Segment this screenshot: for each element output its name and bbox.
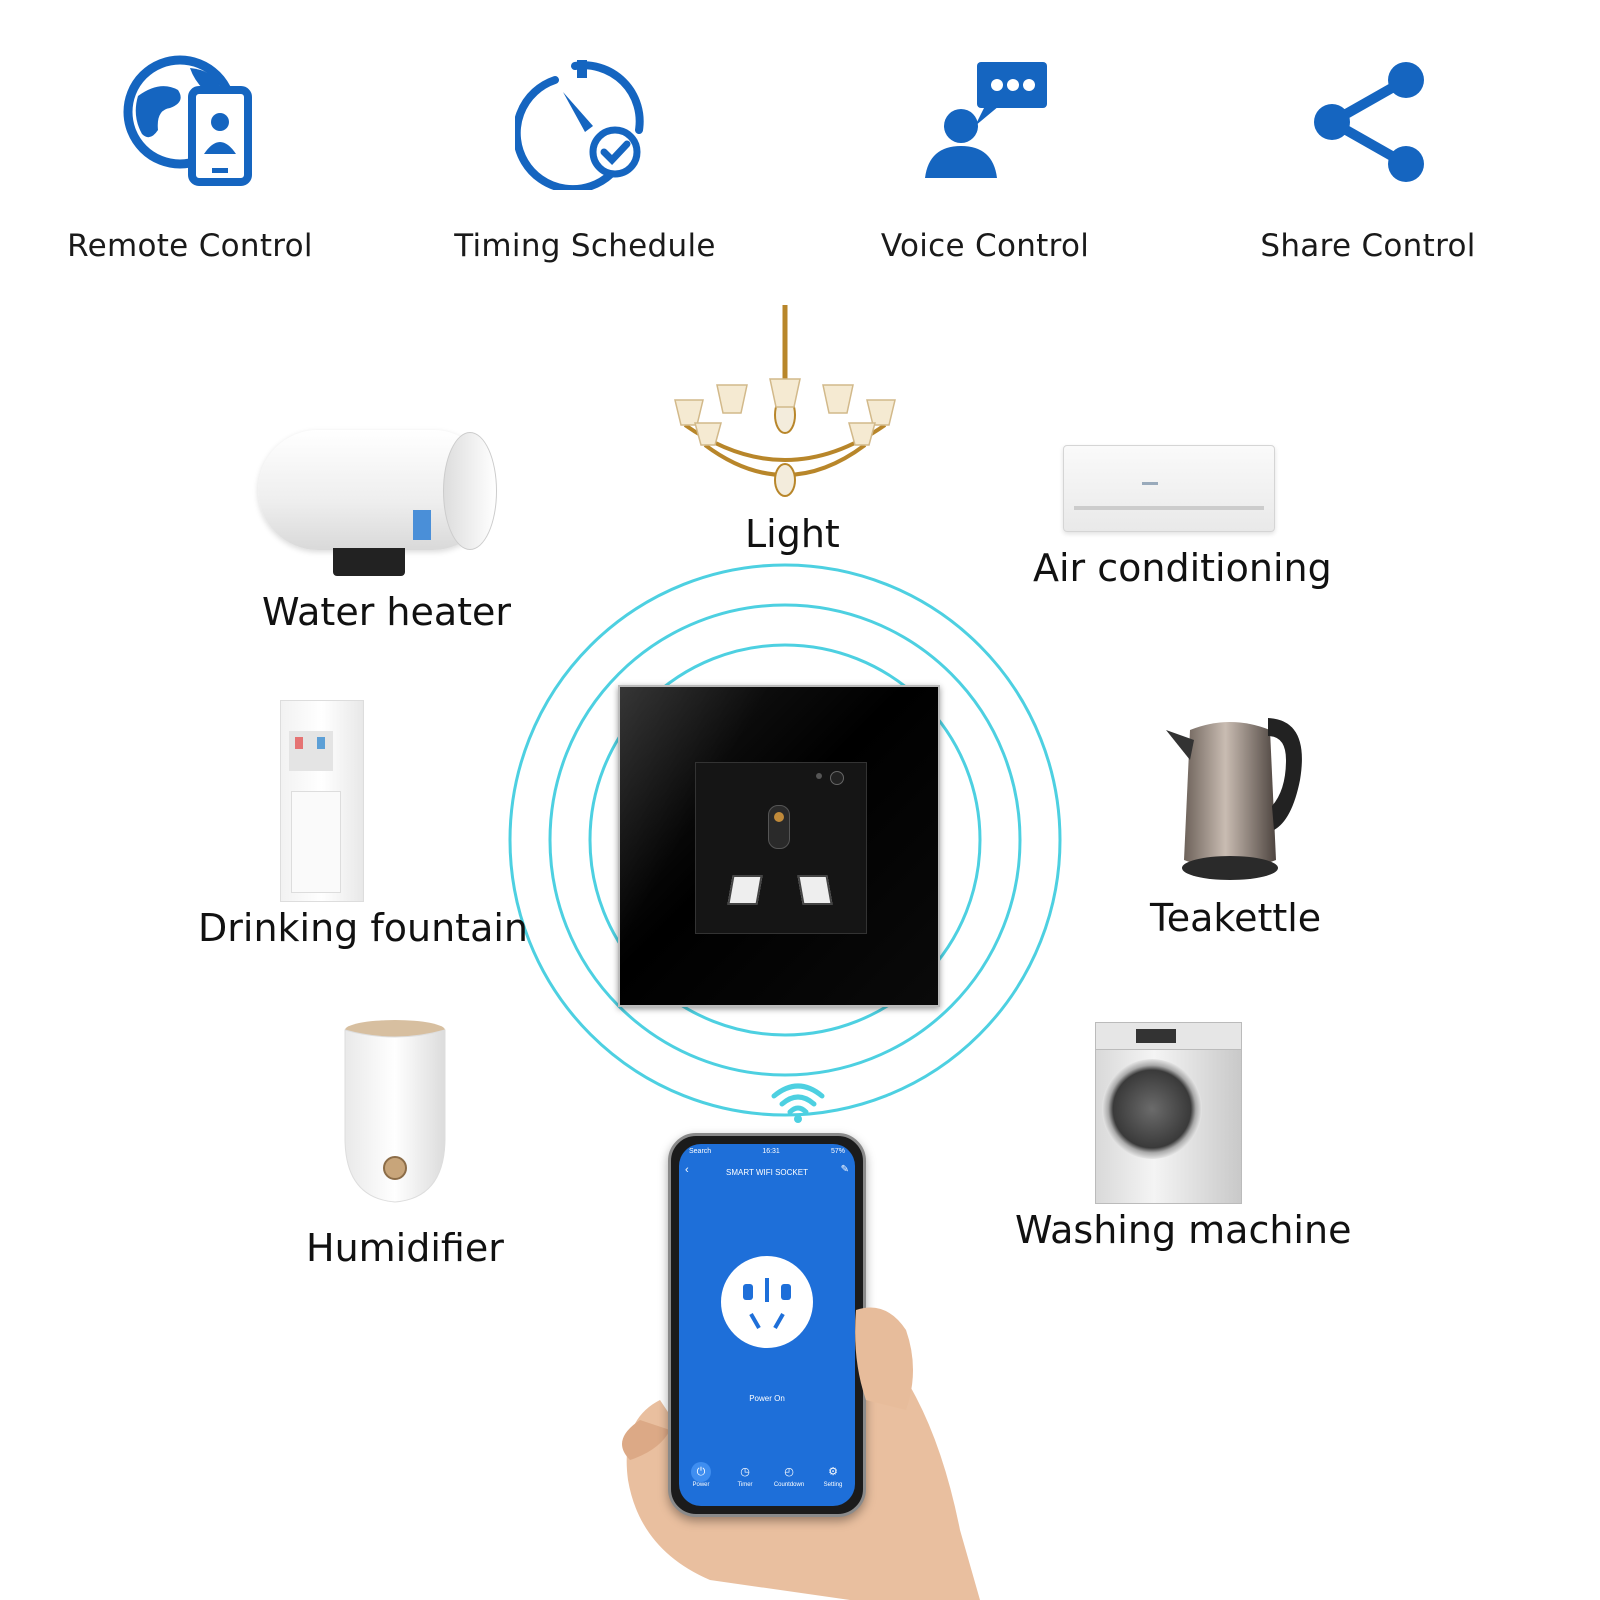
- tab-setting[interactable]: ⚙ Setting: [813, 1462, 853, 1502]
- feature-remote-control: Remote Control: [10, 50, 370, 264]
- teakettle-image: [1166, 718, 1302, 880]
- countdown-icon: ◴: [784, 1465, 794, 1478]
- share-icon: [1298, 50, 1438, 190]
- setting-icon: ⚙: [828, 1465, 838, 1478]
- earth-pin-slot: [768, 805, 790, 849]
- feature-label: Voice Control: [880, 228, 1090, 264]
- feature-share-control: Share Control: [1188, 50, 1548, 264]
- feature-label: Remote Control: [67, 228, 313, 264]
- status-bar: Search 16:31 57%: [689, 1148, 845, 1160]
- phone-screen: Search 16:31 57% ‹ SMART WIFI SOCKET ✎ P…: [679, 1144, 855, 1506]
- timer-icon: ◷: [740, 1465, 750, 1478]
- neutral-pin-slot: [797, 875, 833, 905]
- live-pin-slot: [727, 875, 763, 905]
- tab-timer[interactable]: ◷ Timer: [725, 1462, 765, 1502]
- back-icon[interactable]: ‹: [685, 1164, 689, 1176]
- power-socket-button[interactable]: [721, 1256, 813, 1348]
- tab-label: Power: [692, 1482, 710, 1488]
- humidifier-image: [344, 1020, 446, 1203]
- status-battery: 57%: [830, 1148, 845, 1155]
- voice-chat-icon: [915, 50, 1055, 190]
- chandelier-image: [674, 305, 896, 497]
- smart-socket: [618, 685, 940, 1007]
- status-carrier: Search: [689, 1148, 712, 1155]
- water-heater-image: [258, 430, 498, 580]
- status-time: 16:31: [762, 1148, 780, 1155]
- teakettle-label: Teakettle: [1150, 896, 1322, 940]
- drinking-fountain-image: [280, 700, 364, 902]
- globe-phone-icon: [120, 50, 260, 190]
- tab-label: Setting: [823, 1482, 843, 1488]
- socket-outlet-icon: [743, 1278, 791, 1329]
- power-icon: ⏻: [691, 1462, 711, 1482]
- timer-check-icon: [512, 50, 655, 194]
- humidifier-label: Humidifier: [306, 1226, 504, 1270]
- power-status: Power On: [749, 1394, 785, 1403]
- water-heater-label: Water heater: [262, 590, 512, 634]
- tab-label: Countdown: [773, 1482, 805, 1488]
- smartphone: Search 16:31 57% ‹ SMART WIFI SOCKET ✎ P…: [668, 1133, 866, 1517]
- feature-voice-control: Voice Control: [805, 50, 1165, 264]
- washing-machine-label: Washing machine: [1015, 1208, 1352, 1252]
- tab-countdown[interactable]: ◴ Countdown: [769, 1462, 809, 1502]
- feature-label: Timing Schedule: [454, 228, 716, 264]
- air-conditioner-image: [1063, 445, 1275, 532]
- thumb-image: [855, 1307, 913, 1410]
- tab-bar: ⏻ Power ◷ Timer ◴ Countdown ⚙ Setting: [679, 1462, 855, 1502]
- air-conditioning-label: Air conditioning: [1033, 546, 1332, 590]
- tab-power[interactable]: ⏻ Power: [681, 1462, 721, 1502]
- feature-timing-schedule: Timing Schedule: [405, 50, 765, 264]
- light-label: Light: [745, 512, 840, 556]
- socket-faceplate: [695, 762, 867, 934]
- drinking-fountain-label: Drinking fountain: [198, 906, 528, 950]
- feature-label: Share Control: [1260, 228, 1476, 264]
- led-indicator: [816, 773, 822, 779]
- signal-rings: [508, 563, 1062, 1117]
- edit-icon[interactable]: ✎: [840, 1164, 849, 1175]
- app-title: SMART WIFI SOCKET: [726, 1168, 808, 1177]
- washing-machine-image: [1095, 1022, 1242, 1204]
- touch-button[interactable]: [830, 771, 844, 785]
- tab-label: Timer: [737, 1482, 753, 1488]
- wifi-icon: [771, 1083, 825, 1123]
